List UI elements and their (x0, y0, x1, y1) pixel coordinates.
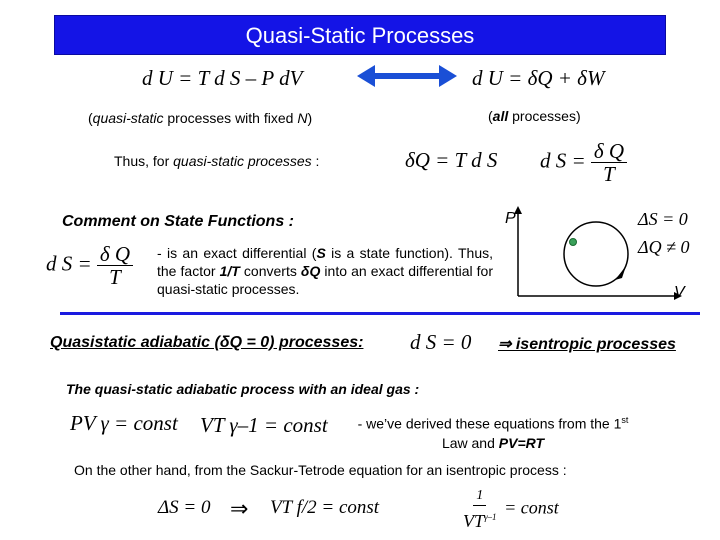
thus-line: Thus, for quasi-static processes : (114, 153, 320, 169)
comment-heading: Comment on State Functions : (62, 213, 294, 230)
comment-paragraph: - is an exact differential (S is a state… (157, 245, 493, 297)
equation-ds-zero: d S = 0 (410, 330, 472, 354)
cycle-arrow-icon (615, 266, 626, 280)
equation-final-frac: 1 VTγ–1 = const (463, 488, 559, 531)
equation-delta-q: ΔQ ≠ 0 (638, 237, 690, 257)
v-axis-label: V (674, 284, 685, 301)
pv-diagram (514, 206, 682, 300)
equation-du-tds: d U = T d S – P dV (142, 66, 303, 90)
equation-delta-s: ΔS = 0 (638, 209, 688, 229)
state-point (569, 238, 577, 246)
caption-all-processes: (all processes) (488, 108, 581, 124)
equation-final-ds: ΔS = 0 (158, 497, 211, 518)
cycle-path (563, 221, 629, 287)
caption-quasi-static: (quasi-static processes with fixed N) (88, 110, 313, 126)
equation-du-dq: d U = δQ + δW (472, 66, 605, 90)
ideal-gas-line: The quasi-static adiabatic process with … (66, 381, 420, 397)
equation-dq-tds: δQ = T d S (405, 148, 498, 172)
equation-vt-gamma: VT γ–1 = const (200, 413, 328, 437)
divider (60, 312, 700, 315)
equation-pv-gamma: PV γ = const (70, 411, 178, 435)
adiabatic-heading: Quasistatic adiabatic (δQ = 0) processes… (50, 334, 364, 351)
double-arrow-icon (357, 65, 457, 87)
equation-vt-f2: VT f/2 = const (270, 497, 380, 518)
isentropic-label: ⇒ isentropic processes (498, 336, 676, 353)
derived-text: - we’ve derived these equations from the… (357, 415, 629, 451)
p-axis-label: P (505, 210, 516, 227)
implies-arrow: ⇒ (230, 496, 249, 521)
sackur-tetrode-line: On the other hand, from the Sackur-Tetro… (74, 462, 567, 478)
page-title: Quasi-Static Processes (54, 15, 666, 55)
